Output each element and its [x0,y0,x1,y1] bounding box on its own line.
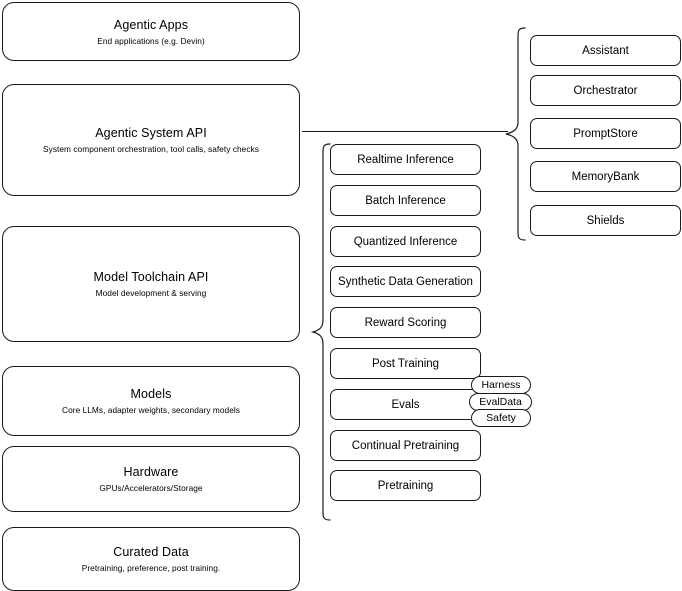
capability-label: Realtime Inference [357,153,454,166]
capability-batch-inference[interactable]: Batch Inference [330,185,481,216]
brace-agentic-system [505,27,526,241]
agentic-component-label: Shields [586,214,625,227]
agentic-component-label: MemoryBank [571,170,640,183]
layer-subtitle: System component orchestration, tool cal… [43,144,259,154]
layer-subtitle: GPUs/Accelerators/Storage [99,483,203,493]
evals-tag-harness[interactable]: Harness [471,376,531,394]
capability-label: Pretraining [377,479,434,492]
capability-label: Quantized Inference [353,235,458,248]
layer-title: Agentic Apps [113,17,189,32]
layer-subtitle: Pretraining, preference, post training. [81,563,221,573]
capability-label: Reward Scoring [364,316,447,329]
capability-label: Batch Inference [365,194,446,207]
evals-tag-label: EvalData [479,395,522,408]
brace-model-toolchain [310,143,331,521]
capability-reward-scoring[interactable]: Reward Scoring [330,307,481,338]
layer-subtitle: Core LLMs, adapter weights, secondary mo… [62,405,240,415]
capability-evals[interactable]: Evals [330,389,481,420]
layer-agentic-apps[interactable]: Agentic Apps End applications (e.g. Devi… [2,2,300,61]
agentic-component-label: Orchestrator [573,84,638,97]
agentic-component-label: PromptStore [573,127,638,140]
capability-label: Evals [391,398,420,411]
connector-line-agentic-system-api [302,131,508,132]
capability-post-training[interactable]: Post Training [330,348,481,379]
capability-quantized-inference[interactable]: Quantized Inference [330,226,481,257]
capability-synthetic-data-generation[interactable]: Synthetic Data Generation [330,266,481,297]
agentic-component-promptstore[interactable]: PromptStore [530,118,681,149]
capability-label: Synthetic Data Generation [338,275,473,288]
agentic-component-label: Assistant [582,44,629,57]
capability-realtime-inference[interactable]: Realtime Inference [330,144,481,175]
layer-subtitle: Model development & serving [95,288,207,298]
evals-tag-label: Safety [486,411,516,424]
layer-title: Hardware [123,465,179,479]
layer-model-toolchain-api[interactable]: Model Toolchain API Model development & … [2,226,300,342]
layer-title: Models [130,387,172,401]
layer-models[interactable]: Models Core LLMs, adapter weights, secon… [2,366,300,436]
capability-pretraining[interactable]: Pretraining [330,470,481,501]
layer-title: Agentic System API [95,126,207,140]
capability-continual-pretraining[interactable]: Continual Pretraining [330,430,481,461]
layer-title: Curated Data [113,545,189,559]
agentic-component-shields[interactable]: Shields [530,205,681,236]
layer-subtitle: End applications (e.g. Devin) [97,35,205,46]
agentic-component-memorybank[interactable]: MemoryBank [530,161,681,192]
evals-tag-label: Harness [481,378,521,391]
layer-curated-data[interactable]: Curated Data Pretraining, preference, po… [2,527,300,591]
layer-title: Model Toolchain API [93,270,209,284]
agentic-component-orchestrator[interactable]: Orchestrator [530,75,681,106]
evals-tag-safety[interactable]: Safety [471,409,531,427]
capability-label: Continual Pretraining [351,439,460,452]
layer-agentic-system-api[interactable]: Agentic System API System component orch… [2,84,300,196]
layer-hardware[interactable]: Hardware GPUs/Accelerators/Storage [2,446,300,512]
capability-label: Post Training [371,357,440,370]
agentic-component-assistant[interactable]: Assistant [530,35,681,66]
